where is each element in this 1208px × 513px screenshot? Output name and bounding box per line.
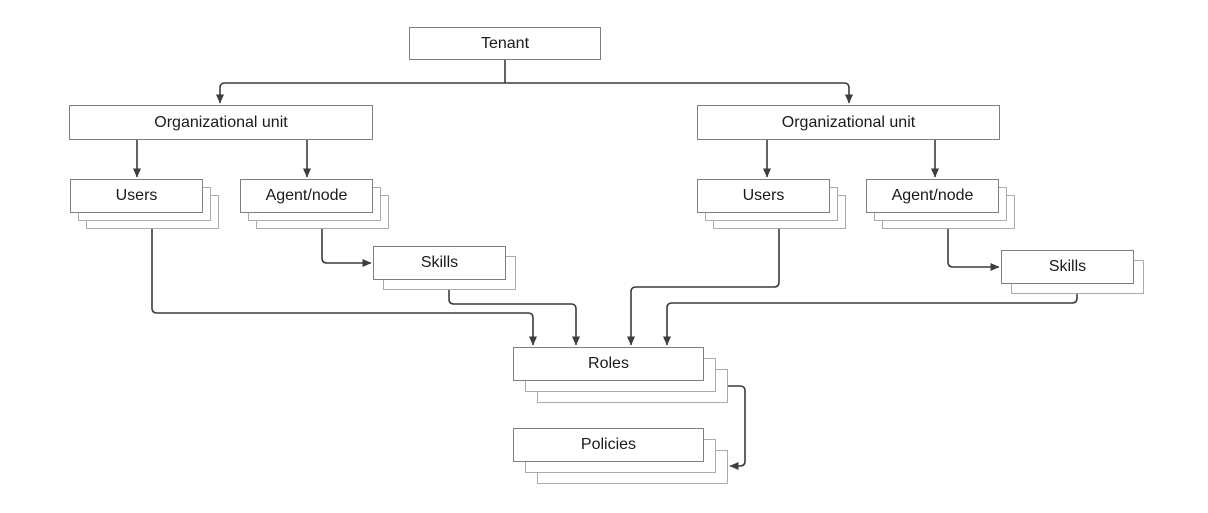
node-organizational-unit-right-label: Organizational unit [781, 113, 916, 131]
node-users-left-label: Users [115, 187, 158, 204]
edge-agentright-skills [947, 229, 1000, 271]
edge-usersright-roles [627, 229, 780, 346]
node-organizational-unit-left: Organizational unit [69, 105, 373, 140]
node-skills-right-label: Skills [1048, 258, 1087, 275]
edge-tenant-org-left [216, 82, 505, 104]
node-agent-node-left-label: Agent/node [265, 187, 348, 204]
node-policies: Policies [513, 428, 728, 484]
edge-agentleft-skills [321, 229, 372, 267]
node-tenant-label: Tenant [480, 34, 530, 52]
node-policies-label: Policies [580, 436, 637, 453]
node-users-right: Users [697, 179, 846, 229]
node-roles-label: Roles [588, 355, 629, 372]
node-organizational-unit-left-label: Organizational unit [154, 113, 288, 131]
node-skills-left: Skills [373, 246, 516, 290]
node-tenant: Tenant [409, 27, 601, 60]
node-skills-right: Skills [1001, 250, 1144, 294]
edge-skillsleft-roles [448, 290, 580, 346]
node-skills-left-label: Skills [420, 254, 459, 271]
node-organizational-unit-right: Organizational unit [697, 105, 1000, 140]
node-roles: Roles [513, 347, 728, 403]
node-agent-node-left: Agent/node [240, 179, 389, 229]
edge-tenant-org-right [505, 82, 853, 104]
node-agent-node-right-label: Agent/node [891, 187, 974, 204]
node-users-right-label: Users [742, 187, 785, 204]
edge-skillsright-roles [663, 294, 1078, 346]
node-agent-node-right: Agent/node [866, 179, 1015, 229]
edge-roles-policies [728, 385, 746, 470]
node-users-left: Users [70, 179, 219, 229]
